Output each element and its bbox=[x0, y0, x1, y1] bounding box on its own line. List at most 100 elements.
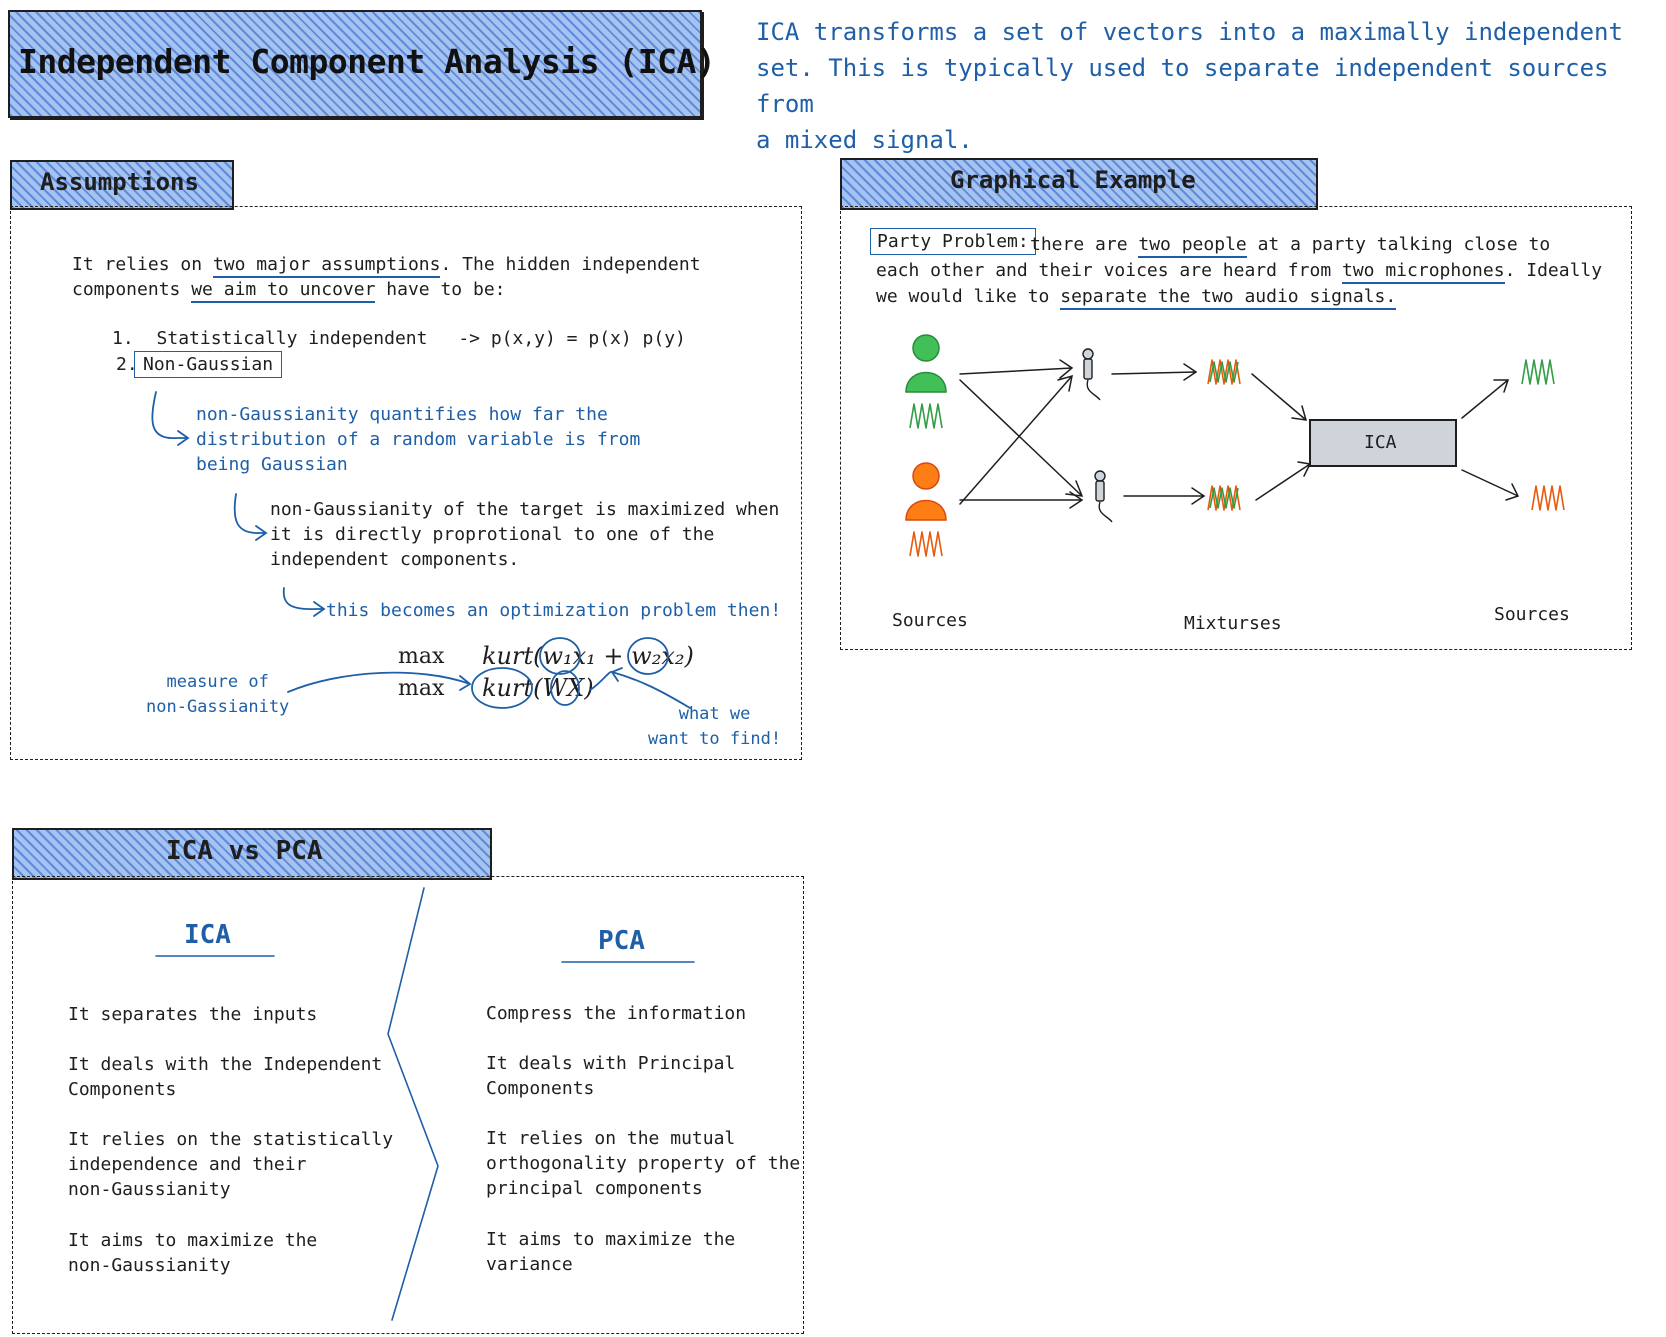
example-header-box bbox=[840, 158, 1318, 210]
intro-underlined: two major assumptions bbox=[212, 254, 441, 278]
intro-text-part: have to be: bbox=[375, 279, 506, 300]
arrow-mic2-mix bbox=[1123, 487, 1206, 505]
text-underlined: two microphones bbox=[1342, 260, 1505, 284]
page-title: Independent Component Analysis (ICA) bbox=[18, 42, 716, 81]
compare-line: It aims to maximize the bbox=[486, 1229, 736, 1250]
text-part: there are bbox=[1030, 234, 1139, 255]
assumptions-panel bbox=[10, 206, 802, 760]
ica-box bbox=[1309, 419, 1457, 467]
annotation-measure: measure of non-Gassianity bbox=[146, 670, 289, 720]
compare-header-box bbox=[12, 828, 492, 880]
annotation-line: measure of bbox=[166, 672, 269, 692]
intro-underlined: we aim to uncover bbox=[191, 279, 376, 303]
arrow-orange-mic2 bbox=[959, 491, 1084, 509]
compare-line: It relies on the statistically bbox=[68, 1129, 394, 1150]
pca-item-1: Compress the information bbox=[486, 1001, 746, 1026]
compare-line: variance bbox=[486, 1254, 573, 1275]
circle-kurt bbox=[471, 667, 533, 709]
label-mixtures: Mixturses bbox=[1184, 613, 1282, 634]
party-problem-line-3: we would like to separate the two audio … bbox=[876, 284, 1397, 310]
arrow-mix1-ica bbox=[1251, 373, 1308, 421]
label-sources-left: Sources bbox=[892, 610, 968, 631]
intro-text-part: components bbox=[72, 279, 192, 300]
arrow-measure bbox=[287, 671, 472, 693]
compare-line: independence and their bbox=[68, 1154, 307, 1175]
annotation-find: what we want to find! bbox=[648, 702, 781, 752]
assumption-item-2: Non-Gaussian bbox=[134, 351, 283, 378]
intro-text-part: . The hidden independent bbox=[440, 254, 701, 275]
arrow-note2 bbox=[233, 493, 268, 541]
note-line: distribution of a random variable is fro… bbox=[196, 429, 641, 450]
text-part: at a party talking close to bbox=[1246, 234, 1551, 255]
text-part: we would like to bbox=[876, 286, 1061, 307]
assumptions-intro-line-1: It relies on two major assumptions. The … bbox=[72, 252, 701, 278]
compare-line: orthogonality property of the bbox=[486, 1153, 801, 1174]
pca-item-2: It deals with Principal Components bbox=[486, 1051, 735, 1101]
divider-line bbox=[387, 887, 439, 1321]
wave-orange-source-icon bbox=[909, 531, 943, 557]
assumptions-header-box bbox=[10, 160, 234, 210]
note-target-maximized: non-Gaussianity of the target is maximiz… bbox=[270, 497, 779, 572]
intro-line-2: set. This is typically used to separate … bbox=[756, 54, 1609, 118]
pca-column-title: PCA bbox=[598, 926, 645, 956]
item-text: Statistically independent bbox=[156, 328, 428, 349]
party-problem-line-2: each other and their voices are heard fr… bbox=[876, 258, 1603, 284]
note-non-gaussianity: non-Gaussianity quantifies how far the d… bbox=[196, 402, 640, 477]
assumptions-header: Assumptions bbox=[40, 168, 199, 196]
arrow-ica-out2 bbox=[1461, 469, 1520, 501]
text-underlined: two people bbox=[1138, 234, 1247, 258]
arrow-find-2 bbox=[589, 671, 613, 691]
note-line: non-Gaussianity of the target is maximiz… bbox=[270, 499, 780, 520]
pca-item-4: It aims to maximize the variance bbox=[486, 1227, 735, 1277]
intro-text-part: It relies on bbox=[72, 254, 213, 275]
annotation-line: what we bbox=[678, 704, 751, 724]
compare-line: Components bbox=[486, 1078, 595, 1099]
assumption-item-1: 1. Statistically independent -> p(x,y) =… bbox=[112, 326, 686, 351]
arrow-green-mic2 bbox=[959, 379, 1084, 497]
wave-green-out-icon bbox=[1521, 359, 1555, 385]
text-part: each other and their voices are heard fr… bbox=[876, 260, 1342, 281]
ica-column-title: ICA bbox=[184, 920, 231, 950]
equation-1-max: max bbox=[398, 644, 445, 669]
compare-line: non-Gaussianity bbox=[68, 1179, 231, 1200]
arrow-orange-mic1 bbox=[959, 374, 1073, 505]
circle-W bbox=[550, 670, 580, 706]
compare-line: principal components bbox=[486, 1178, 703, 1199]
intro-text: ICA transforms a set of vectors into a m… bbox=[756, 14, 1666, 158]
note-line: it is directly proprotional to one of th… bbox=[270, 524, 715, 545]
equation-2-max: max bbox=[398, 676, 445, 701]
ica-item-3: It relies on the statistically independe… bbox=[68, 1127, 393, 1202]
ica-item-4: It aims to maximize the non-Gaussianity bbox=[68, 1228, 317, 1278]
compare-line: It deals with the Independent bbox=[68, 1054, 383, 1075]
equation-2: kurt(WX) bbox=[482, 674, 594, 702]
circle-w2 bbox=[627, 637, 669, 675]
compare-panel bbox=[12, 876, 804, 1334]
compare-line: It separates the inputs bbox=[68, 1004, 318, 1025]
note-line: independent components. bbox=[270, 549, 520, 570]
party-problem-label: Party Problem: bbox=[870, 228, 1036, 255]
ica-box-label: ICA bbox=[1364, 432, 1397, 453]
text-underlined: separate the two audio signals. bbox=[1060, 286, 1397, 310]
label-sources-right: Sources bbox=[1494, 604, 1570, 625]
annotation-line: want to find! bbox=[648, 729, 782, 749]
arrow-green-mic1 bbox=[959, 359, 1074, 379]
compare-line: non-Gaussianity bbox=[68, 1255, 231, 1276]
note-line: being Gaussian bbox=[196, 454, 348, 475]
arrow-note3 bbox=[282, 587, 326, 617]
microphone-2-icon bbox=[1094, 470, 1113, 523]
arrow-mic1-mix bbox=[1111, 363, 1198, 381]
ica-item-1: It separates the inputs bbox=[68, 1002, 317, 1027]
example-header: Graphical Example bbox=[950, 166, 1196, 194]
arrow-note1 bbox=[151, 391, 190, 446]
item-formula: -> p(x,y) = p(x) p(y) bbox=[458, 328, 686, 349]
wave-orange-out-icon bbox=[1531, 485, 1565, 511]
text-part: . Ideally bbox=[1504, 260, 1603, 281]
microphone-1-icon bbox=[1082, 348, 1101, 401]
compare-line: Components bbox=[68, 1079, 177, 1100]
party-problem-text: there are two people at a party talking … bbox=[1030, 232, 1551, 258]
compare-line: Compress the information bbox=[486, 1003, 747, 1024]
assumptions-intro: It relies on two major assumptions. The … bbox=[72, 252, 701, 303]
